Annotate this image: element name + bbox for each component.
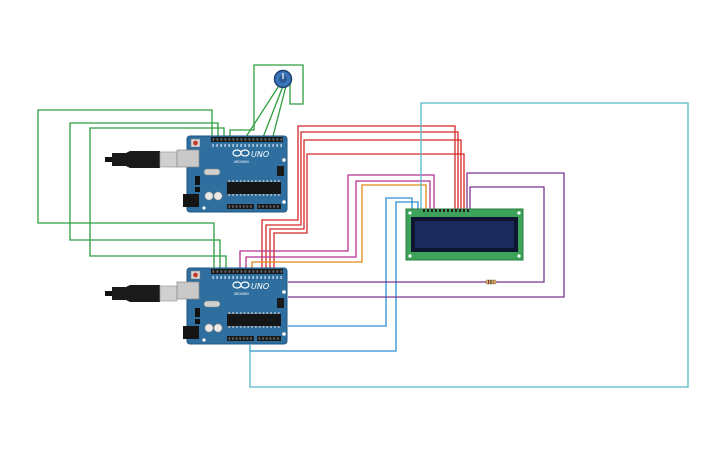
wires (37, 64, 689, 388)
wire-orange[interactable] (251, 184, 427, 268)
wire-magenta[interactable] (245, 180, 431, 268)
atmega-chip (227, 314, 281, 326)
wire-purple[interactable] (469, 186, 545, 283)
potentiometer[interactable] (273, 69, 293, 89)
board-pcb (186, 135, 288, 213)
wire-green[interactable] (69, 122, 221, 268)
wire-green[interactable] (243, 83, 281, 141)
lcd-pin-header (423, 209, 469, 212)
usb-plug-top[interactable] (105, 151, 178, 168)
wire-green[interactable] (261, 85, 284, 141)
usb-plug-bottom[interactable] (105, 285, 178, 302)
board-brand-label: ARDUINO (234, 292, 250, 296)
wire-green[interactable] (229, 64, 304, 140)
power-jack (183, 326, 199, 339)
lcd-screen (415, 221, 514, 248)
board-model-label: UNO (251, 150, 269, 159)
analog-header (257, 336, 281, 341)
wire-purple[interactable] (288, 172, 565, 298)
capacitor (204, 191, 214, 201)
wire-green[interactable] (271, 85, 287, 141)
wire-red[interactable] (273, 153, 465, 268)
usb-jack (176, 281, 200, 300)
wire-green[interactable] (89, 127, 227, 268)
wire-magenta[interactable] (239, 174, 435, 268)
board-model-label: UNO (251, 282, 269, 291)
power-jack (183, 194, 199, 207)
crystal (203, 168, 221, 176)
capacitor (213, 323, 223, 333)
usb-jack (176, 149, 200, 168)
wire-green[interactable] (37, 109, 215, 268)
wire-cyan[interactable] (249, 102, 689, 388)
reset-button-cap[interactable] (193, 272, 198, 278)
digital-header (211, 269, 283, 274)
wire-red[interactable] (265, 131, 459, 268)
icsp-header (277, 166, 284, 176)
usb-plug-icon[interactable] (159, 151, 178, 168)
analog-header (257, 204, 281, 209)
capacitor (213, 191, 223, 201)
board-pcb (186, 267, 288, 345)
crystal (203, 300, 221, 308)
resistor[interactable] (485, 279, 497, 285)
board-brand-label: ARDUINO (234, 160, 250, 164)
icsp-header (277, 298, 284, 308)
usb-plug-icon[interactable] (159, 285, 178, 302)
atmega-chip (227, 182, 281, 194)
digital-header (211, 137, 283, 142)
reset-button-cap[interactable] (193, 140, 198, 146)
wire-red[interactable] (269, 139, 462, 268)
capacitor (204, 323, 214, 333)
lcd-16x2[interactable] (405, 208, 524, 261)
